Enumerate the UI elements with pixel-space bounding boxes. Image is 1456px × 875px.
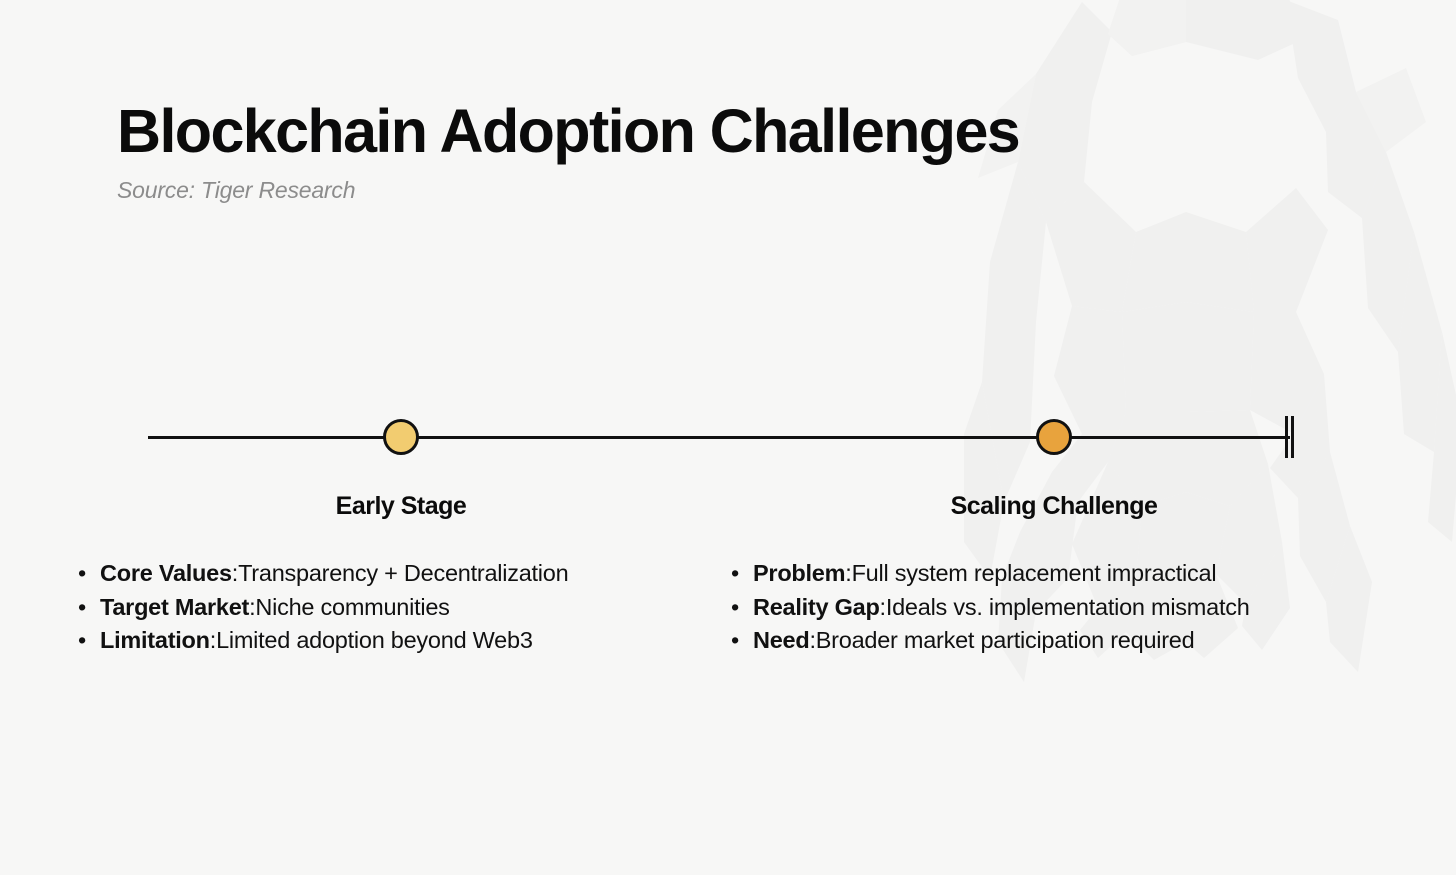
bullet-term: Target Market bbox=[100, 593, 250, 620]
bullet-separator: : bbox=[209, 627, 217, 653]
source-attribution: Source: Tiger Research bbox=[117, 177, 356, 204]
bullet-item: • Need : Broader market participation re… bbox=[731, 624, 1391, 658]
timeline-label-scaling-challenge: Scaling Challenge bbox=[950, 492, 1158, 520]
bullet-item: • Limitation : Limited adoption beyond W… bbox=[78, 624, 718, 658]
bullet-term: Problem bbox=[753, 560, 846, 586]
bullet-item: • Reality Gap : Ideals vs. implementatio… bbox=[731, 591, 1391, 625]
bullet-description: Transparency + Decentralization bbox=[238, 560, 569, 586]
bullet-term: Reality Gap bbox=[753, 593, 880, 620]
timeline-end-cap-icon bbox=[1291, 416, 1294, 458]
bullet-column-early-stage: • Core Values : Transparency + Decentral… bbox=[78, 557, 718, 658]
bullet-marker-icon: • bbox=[78, 593, 86, 620]
bullet-separator: : bbox=[809, 627, 816, 653]
bullet-description: Limited adoption beyond Web3 bbox=[216, 627, 533, 653]
bullet-separator: : bbox=[879, 593, 887, 620]
bullet-description: Full system replacement impractical bbox=[851, 560, 1217, 586]
header: Blockchain Adoption Challenges Source: T… bbox=[117, 97, 1021, 204]
bullet-marker-icon: • bbox=[78, 560, 86, 586]
bullet-marker-icon: • bbox=[731, 560, 739, 586]
bullet-item: • Target Market : Niche communities bbox=[78, 591, 718, 625]
timeline-node-scaling-challenge[interactable] bbox=[1036, 419, 1072, 455]
timeline-node-early-stage[interactable] bbox=[383, 419, 419, 455]
bullet-term: Need bbox=[753, 627, 810, 653]
bullet-term: Core Values bbox=[100, 560, 232, 586]
bullet-item: • Problem : Full system replacement impr… bbox=[731, 557, 1391, 591]
bullet-term: Limitation bbox=[100, 627, 210, 653]
timeline-end-cap-icon bbox=[1285, 416, 1288, 458]
bullet-separator: : bbox=[231, 560, 239, 586]
bullet-description: Niche communities bbox=[255, 593, 450, 620]
bullet-separator: : bbox=[249, 593, 256, 620]
bullet-marker-icon: • bbox=[731, 627, 739, 653]
bullet-marker-icon: • bbox=[78, 627, 86, 653]
bullet-separator: : bbox=[845, 560, 852, 586]
bullet-marker-icon: • bbox=[731, 593, 739, 620]
timeline-axis bbox=[148, 436, 1290, 439]
page-title: Blockchain Adoption Challenges bbox=[117, 97, 1021, 165]
bullet-description: Broader market participation required bbox=[815, 627, 1195, 653]
bullet-column-scaling-challenge: • Problem : Full system replacement impr… bbox=[731, 557, 1391, 658]
bullet-description: Ideals vs. implementation mismatch bbox=[885, 593, 1250, 620]
timeline-label-early-stage: Early Stage bbox=[335, 492, 467, 520]
bullet-item: • Core Values : Transparency + Decentral… bbox=[78, 557, 718, 591]
